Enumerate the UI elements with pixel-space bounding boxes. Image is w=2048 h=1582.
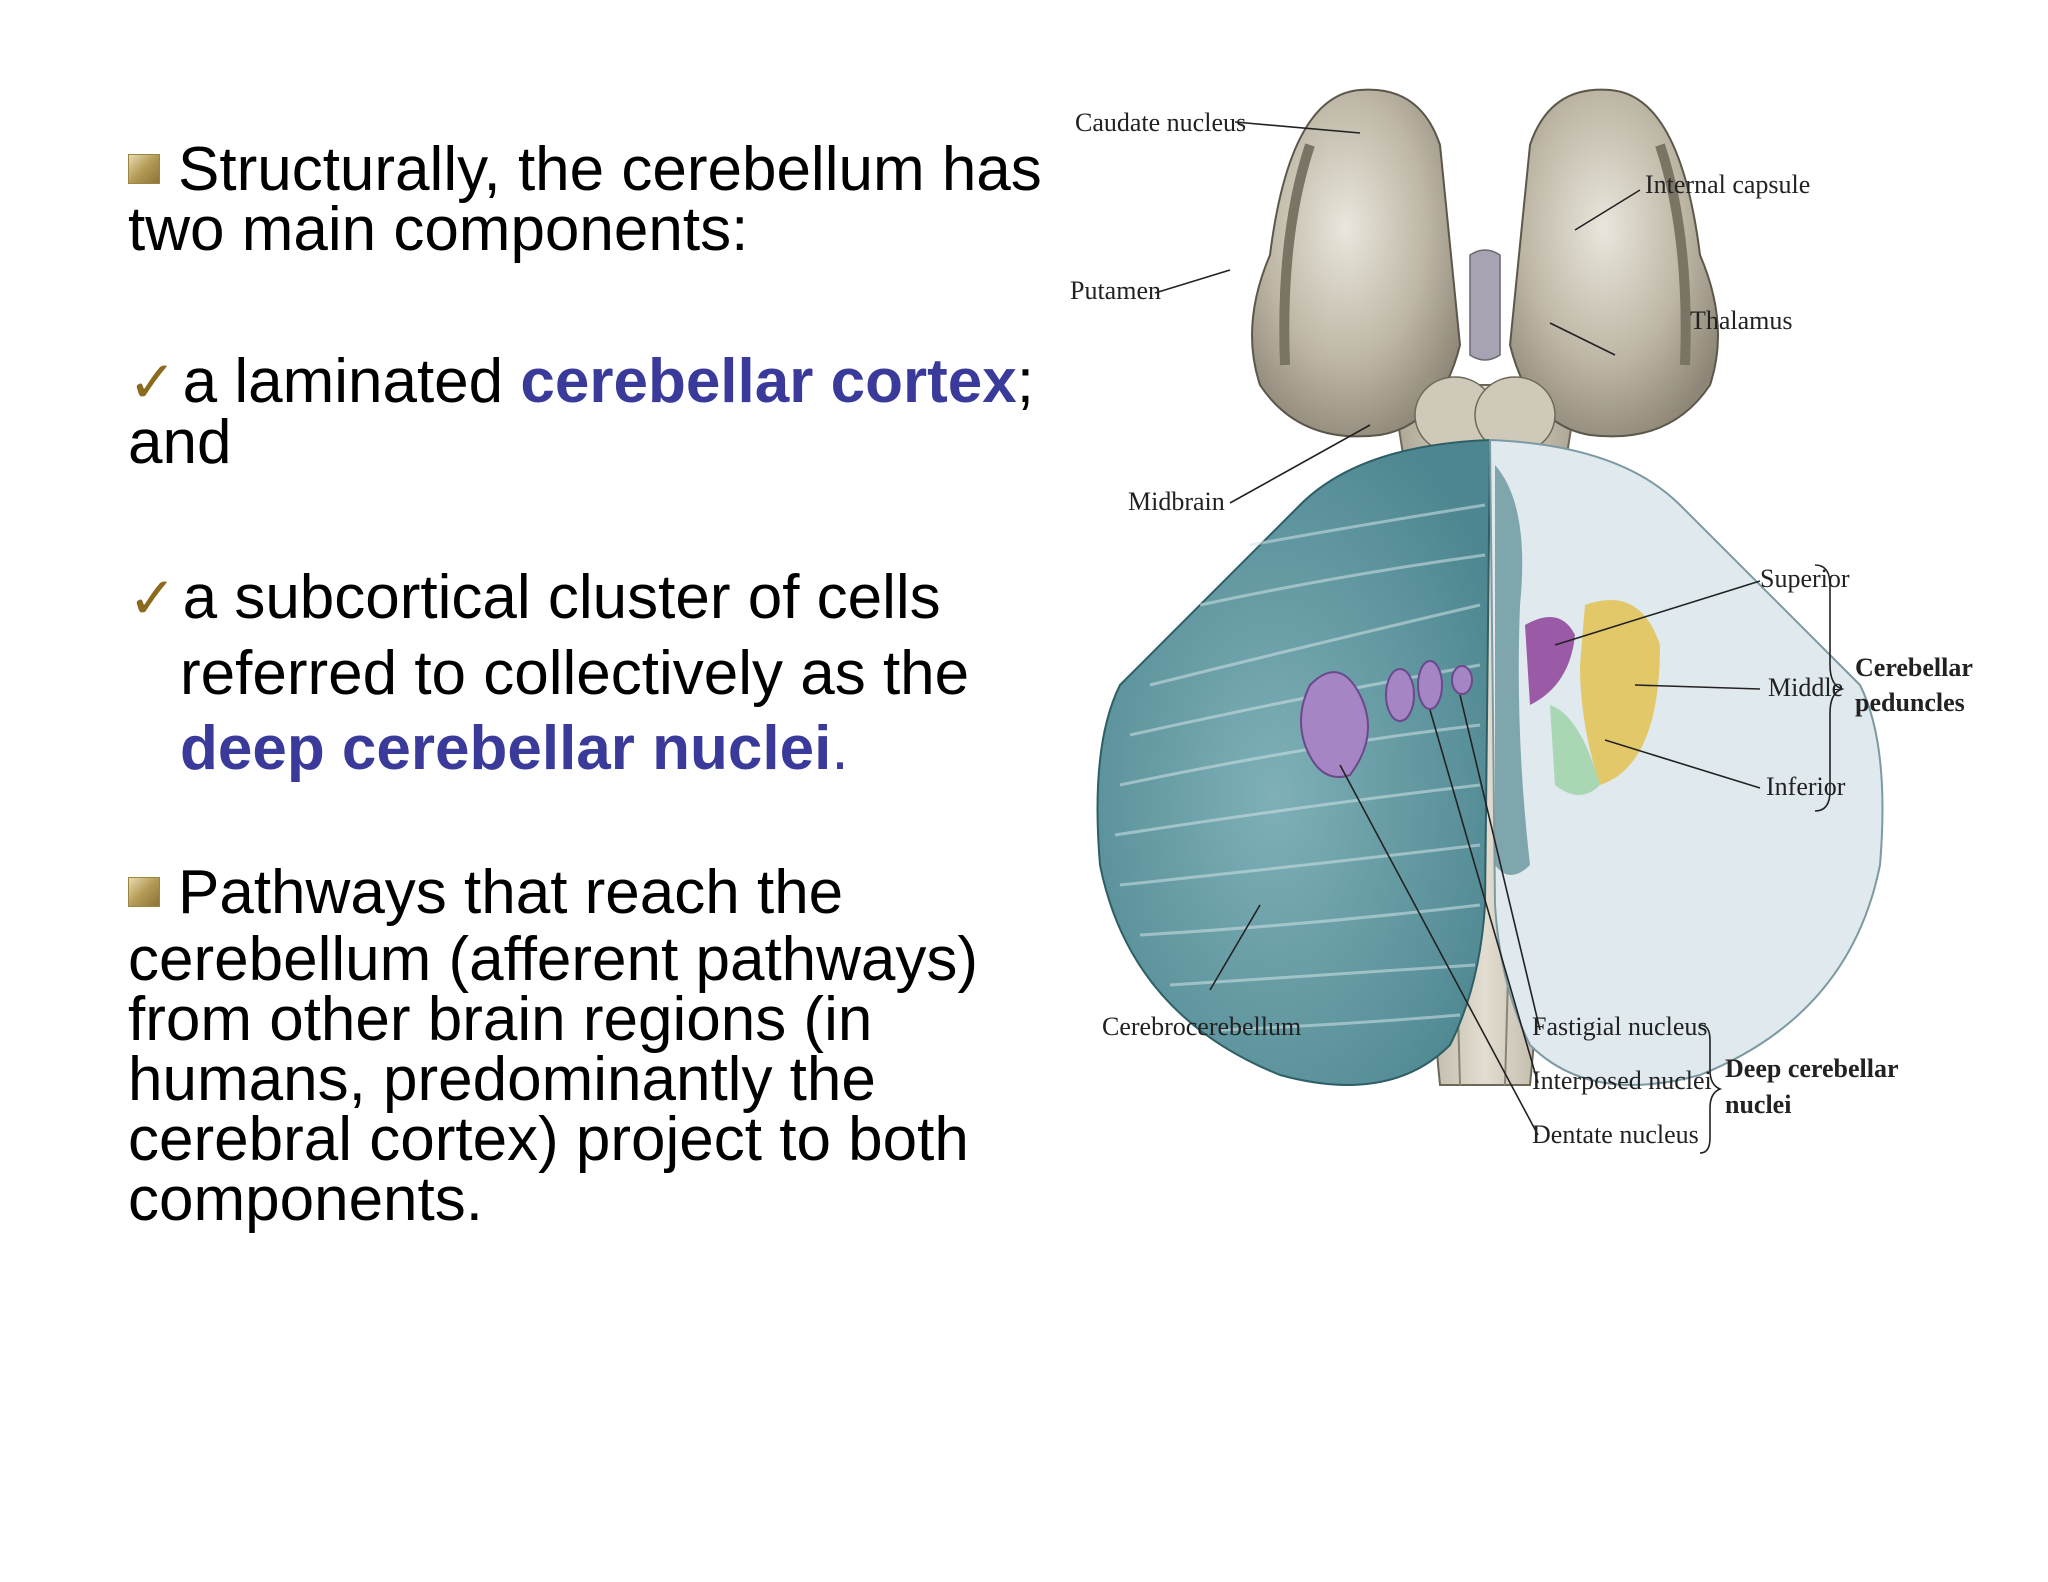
deep-nuclei-cluster <box>1300 660 1473 778</box>
label-caudate-nucleus: Caudate nucleus <box>1075 108 1246 137</box>
label-cerebellar-peduncles-line2: peduncles <box>1855 688 1965 717</box>
label-internal-capsule: Internal capsule <box>1645 170 1810 199</box>
square-bullet-icon <box>128 877 160 907</box>
bullet-structure: Structurally, the cerebellum has two mai… <box>128 139 1048 261</box>
label-putamen: Putamen <box>1070 276 1161 305</box>
term-cerebellar-cortex: cerebellar cortex <box>520 347 1017 416</box>
label-midbrain: Midbrain <box>1128 487 1225 516</box>
bullet-pathways-rest: cerebellum (afferent pathways) from othe… <box>128 925 979 1234</box>
bullet-pathways-line1: Pathways that reach the <box>178 858 844 927</box>
item-nuclei-line2: referred to collectively as the <box>180 639 970 708</box>
superior-peduncle-shape <box>1525 617 1575 705</box>
label-superior-peduncle: Superior <box>1760 564 1850 593</box>
cerebellum-illustration: Caudate nucleus Internal capsule Putamen… <box>1070 88 1973 1154</box>
cerebellar-white-matter-shape <box>1488 438 1884 1086</box>
leader-lines <box>1154 121 1845 1154</box>
label-deep-cerebellar-nuclei-line2: nuclei <box>1725 1090 1791 1119</box>
checklist-item-nuclei: ✓a subcortical cluster of cells referred… <box>128 560 969 786</box>
item-cortex-suffix: ; and <box>128 347 1034 477</box>
label-deep-cerebellar-nuclei-line1: Deep cerebellar <box>1725 1054 1899 1083</box>
label-thalamus: Thalamus <box>1690 306 1793 335</box>
cerebellum-anatomy-figure: Caudate nucleus Internal capsule Putamen… <box>1060 85 1980 1175</box>
label-cerebellar-peduncles-line1: Cerebellar <box>1855 653 1973 682</box>
term-deep-cerebellar-nuclei: deep cerebellar nuclei <box>180 714 832 783</box>
item-nuclei-line1: a subcortical cluster of cells <box>182 563 941 632</box>
label-dentate-nucleus: Dentate nucleus <box>1532 1120 1699 1149</box>
label-cerebrocerebellum: Cerebrocerebellum <box>1102 1012 1301 1041</box>
label-interposed-nuclei: Interposed nuclei <box>1532 1066 1712 1095</box>
inferior-peduncle-shape <box>1550 705 1600 795</box>
label-middle-peduncle: Middle <box>1768 673 1843 702</box>
checkmark-icon: ✓ <box>128 350 177 415</box>
item-nuclei-suffix: . <box>831 714 849 783</box>
label-inferior-peduncle: Inferior <box>1766 772 1846 801</box>
label-fastigial-nucleus: Fastigial nucleus <box>1532 1012 1707 1041</box>
cerebellar-cortex-shape <box>1096 438 1492 1086</box>
checklist-item-cortex: ✓a laminated cerebellar cortex; and <box>128 350 1048 474</box>
checkmark-icon: ✓ <box>128 566 177 631</box>
bullet-structure-text: Structurally, the cerebellum has two mai… <box>128 135 1042 264</box>
item-cortex-prefix: a laminated <box>182 347 521 416</box>
square-bullet-icon <box>128 154 160 184</box>
middle-peduncle-shape <box>1580 600 1660 785</box>
